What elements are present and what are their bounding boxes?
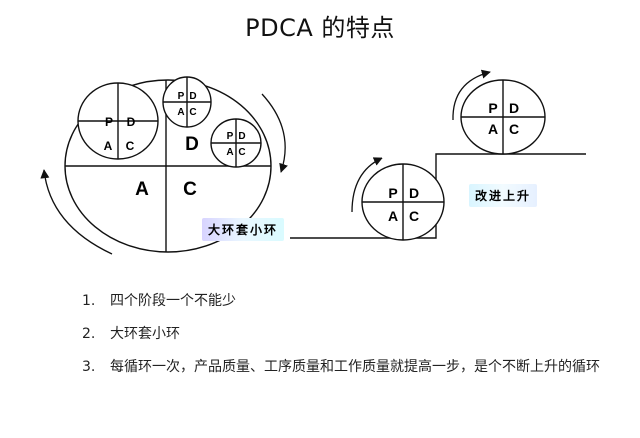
small-left-c: C: [126, 139, 135, 153]
pdca-diagram: P D A C P D A C P D A C P D A C: [40, 69, 586, 255]
small-left-a: A: [104, 139, 113, 153]
list-item-text: 每循环一次，产品质量、工序质量和工作质量就提高一步，是个不断上升的循环: [110, 359, 600, 375]
small-right-p: P: [227, 131, 234, 142]
small-cycle-right: P D A C: [210, 118, 262, 168]
upper-cycle: P D A C: [460, 79, 546, 155]
improvement-label: 改进上升: [469, 184, 538, 207]
list-item-text: 大环套小环: [110, 326, 180, 342]
page-title: PDCA 的特点: [245, 14, 395, 42]
small-left-p: P: [105, 115, 113, 129]
rotation-arrow-right: [261, 93, 288, 173]
large-cycle-c: C: [183, 179, 197, 200]
small-top-p: P: [178, 91, 185, 102]
small-left-d: D: [127, 115, 136, 129]
upper-p: P: [488, 100, 497, 116]
small-cycle-left: P D A C: [77, 82, 159, 160]
list-item: 3. 每循环一次，产品质量、工序质量和工作质量就提高一步，是个不断上升的循环: [82, 356, 612, 378]
lower-a: A: [388, 208, 398, 224]
small-right-d: D: [238, 131, 245, 142]
nested-cycles-label: 大环套小环: [202, 218, 285, 241]
list-item: 2. 大环套小环: [82, 323, 612, 345]
large-cycle-a: A: [135, 179, 149, 200]
lower-cycle: P D A C: [361, 163, 445, 241]
lower-p: P: [388, 185, 397, 201]
upper-d: D: [509, 100, 519, 116]
upper-a: A: [488, 121, 498, 137]
list-item: 1. 四个阶段一个不能少: [82, 290, 612, 312]
list-item-number: 2.: [82, 326, 96, 342]
large-cycle-d: D: [185, 134, 199, 155]
small-top-d: D: [189, 91, 196, 102]
list-item-number: 1.: [82, 293, 96, 309]
list-item-text: 四个阶段一个不能少: [110, 293, 236, 309]
upper-cycle-arrow: [452, 69, 491, 121]
rotation-arrow-left: [40, 169, 113, 255]
small-cycle-top: P D A C: [162, 76, 212, 128]
small-right-c: C: [238, 147, 245, 158]
list-item-number: 3.: [82, 359, 96, 375]
small-right-a: A: [226, 147, 233, 158]
upper-c: C: [509, 121, 519, 137]
small-top-a: A: [177, 107, 184, 118]
lower-cycle-arrow: [351, 157, 383, 213]
lower-c: C: [409, 208, 419, 224]
lower-d: D: [409, 185, 419, 201]
feature-list: 1. 四个阶段一个不能少 2. 大环套小环 3. 每循环一次，产品质量、工序质量…: [82, 290, 612, 389]
small-top-c: C: [189, 107, 196, 118]
